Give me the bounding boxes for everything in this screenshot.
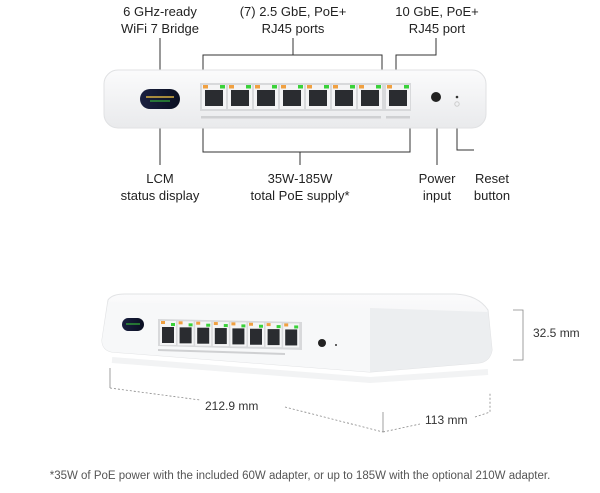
footnote: *35W of PoE power with the included 60W …	[49, 470, 551, 482]
dimension-lines	[109, 309, 524, 433]
dimension-width: 212.9 mm	[205, 399, 259, 413]
led-green	[220, 85, 225, 89]
dimension-depth: 113 mm	[425, 413, 468, 427]
power-jack	[431, 92, 441, 102]
led-green	[350, 85, 355, 89]
led-orange	[387, 85, 392, 89]
reset-button	[455, 95, 459, 99]
device-perspective-view	[101, 293, 493, 384]
led-orange	[255, 85, 260, 89]
led-green	[246, 85, 251, 89]
lcm-display	[140, 89, 180, 109]
led-orange	[281, 85, 286, 89]
callout-lines	[159, 38, 474, 165]
dimension-height: 32.5 mm	[533, 326, 580, 340]
led-orange	[333, 85, 338, 89]
rj45-ports	[202, 85, 410, 109]
led-orange	[203, 85, 208, 89]
callout-10g-port: 10 GbE, PoE+RJ45 port	[395, 4, 479, 36]
device-front-view	[103, 69, 487, 129]
led-green	[272, 85, 277, 89]
led-green	[298, 85, 303, 89]
led-orange	[307, 85, 312, 89]
led-green	[376, 85, 381, 89]
callout-2-5g-ports: (7) 2.5 GbE, PoE+RJ45 ports	[239, 4, 347, 36]
led-green	[324, 85, 329, 89]
led-orange	[229, 85, 234, 89]
led-green	[404, 85, 409, 89]
led-orange	[359, 85, 364, 89]
